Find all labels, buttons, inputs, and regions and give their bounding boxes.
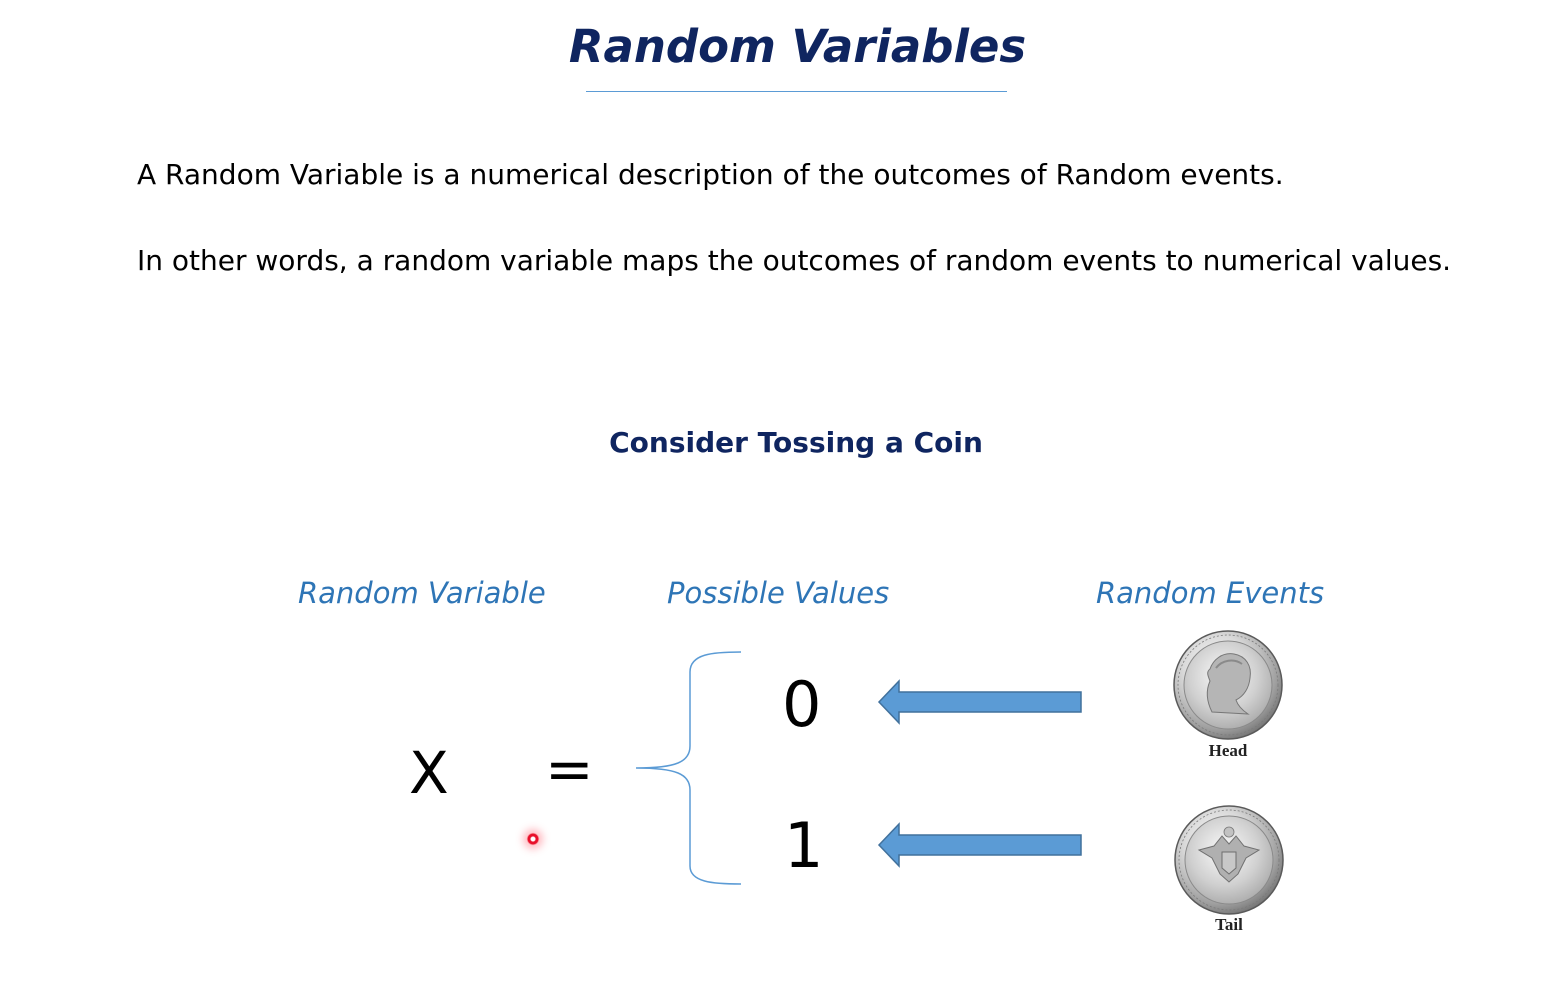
head-label: Head — [1208, 741, 1248, 760]
possible-values-header: Possible Values — [667, 576, 890, 610]
head-coin-icon — [1173, 630, 1283, 740]
slide-title: Random Variables — [568, 20, 1027, 73]
definition-text: A Random Variable is a numerical descrip… — [137, 158, 1284, 191]
title-underline — [586, 91, 1007, 92]
random-events-header: Random Events — [1096, 576, 1325, 610]
tail-label: Tail — [1215, 915, 1243, 934]
random-variable-header: Random Variable — [298, 576, 546, 610]
arrow-head-to-zero — [877, 679, 1082, 725]
curly-brace — [635, 651, 742, 885]
random-variable-symbol: X — [409, 739, 449, 807]
example-heading: Consider Tossing a Coin — [609, 426, 983, 459]
arrow-tail-to-one — [877, 822, 1082, 868]
equals-sign: = — [545, 735, 594, 803]
laser-pointer-dot — [526, 832, 540, 846]
value-one: 1 — [784, 809, 824, 882]
explanation-text: In other words, a random variable maps t… — [137, 244, 1452, 277]
value-zero: 0 — [782, 668, 822, 741]
tail-coin-icon — [1174, 805, 1284, 915]
